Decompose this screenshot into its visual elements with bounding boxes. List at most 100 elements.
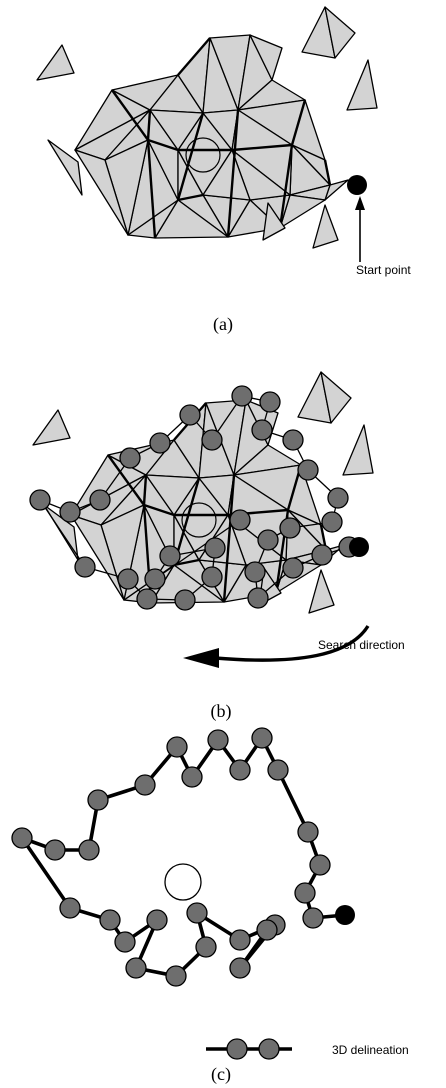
start-point-marker [347, 175, 367, 195]
b-node-24 [174, 589, 196, 611]
b-node-10 [282, 429, 304, 451]
a-thick-edge-6 [278, 144, 294, 229]
c-node-1 [294, 882, 316, 904]
a-triangle-7 [249, 34, 283, 81]
c-node-23 [229, 929, 251, 951]
a-triangle-37 [74, 149, 129, 236]
a-thick-edge-5 [177, 37, 211, 76]
b-node-5 [257, 529, 279, 551]
b-node-2 [282, 557, 304, 579]
b-node-9 [297, 459, 319, 481]
a-thick-edge-9 [177, 193, 204, 202]
c-node-22 [186, 902, 208, 924]
b-node-12 [259, 391, 281, 413]
start-point-label: Start point [356, 263, 411, 277]
panel-label-a: (a) [213, 314, 233, 335]
a-thick-edge-7 [290, 99, 307, 146]
start-arrow-head [355, 196, 365, 210]
b-node-27 [159, 545, 181, 567]
c-node-19 [125, 957, 147, 979]
a-thick-edge-10 [147, 138, 179, 152]
c-node-25 [229, 957, 251, 979]
a-thick-edge-4 [226, 109, 240, 238]
a-isolated-triangle-0 [36, 44, 75, 81]
a-isolated-triangle-4 [47, 139, 83, 196]
a-isolated-triangle-2 [324, 6, 356, 59]
c-node-15 [59, 897, 81, 919]
c-node-26 [256, 919, 278, 941]
a-thick-edge-2 [146, 109, 152, 141]
c-node-7 [207, 729, 229, 751]
c-node-20 [165, 965, 187, 987]
c-node-4 [267, 759, 289, 781]
b-node-13 [231, 385, 253, 407]
c-node-13 [44, 839, 66, 861]
a-thick-edge-3 [176, 112, 205, 201]
a-triangle-27 [149, 109, 204, 151]
b-thick-edge-2 [142, 474, 148, 506]
b-thick-edge-4 [222, 474, 236, 603]
start-node-b [349, 537, 369, 557]
b-node-16 [149, 432, 171, 454]
search-direction-arrow [214, 625, 370, 662]
a-thick-edge-0 [111, 89, 149, 141]
b-isolated-triangle-3 [342, 424, 374, 476]
b-isolated-triangle-5 [308, 569, 335, 614]
delineation-path [17, 734, 346, 978]
b-node-3 [247, 587, 269, 609]
b-node-23 [136, 588, 158, 610]
panel-a: Start point (a) [36, 6, 411, 335]
c-node-9 [166, 736, 188, 758]
b-node-1 [311, 544, 333, 566]
start-node-c [335, 905, 355, 925]
b-thick-edge-9 [173, 558, 200, 567]
b-boundary-edge-28 [154, 519, 241, 580]
legend-label: 3D delineation [332, 1043, 409, 1057]
panel-c: 3D delineation (c) [11, 727, 409, 1085]
a-thick-edge-8 [323, 159, 332, 186]
boundary-nodes-b [29, 385, 360, 611]
b-node-15 [179, 404, 201, 426]
panel-b: Search direction (b) [29, 371, 405, 722]
a-isolated-triangle-3 [346, 59, 378, 111]
b-node-22 [117, 568, 139, 590]
c-node-17 [114, 931, 136, 953]
b-node-29 [229, 509, 251, 531]
panel-label-c: (c) [211, 1064, 231, 1085]
delineation-nodes [11, 727, 331, 987]
b-triangle-37 [70, 514, 125, 601]
b-isolated-triangle-2 [320, 371, 352, 424]
a-thick-edge-1 [146, 139, 157, 239]
c-node-10 [134, 774, 156, 796]
b-node-20 [29, 489, 51, 511]
c-node-8 [181, 766, 203, 788]
legend-node-1 [226, 1038, 248, 1060]
b-node-28 [144, 568, 166, 590]
c-node-0 [302, 907, 324, 929]
b-node-26 [204, 537, 226, 559]
a-isolated-triangle-6 [262, 202, 286, 241]
c-node-6 [229, 759, 251, 781]
a-triangle-33 [202, 149, 251, 201]
b-thick-edge-10 [143, 503, 175, 517]
b-isolated-triangle-0 [32, 409, 71, 446]
a-isolated-triangle-5 [312, 204, 339, 249]
b-node-21 [74, 556, 96, 578]
c-node-18 [146, 909, 168, 931]
b-node-4 [244, 561, 266, 583]
c-node-2 [309, 854, 331, 876]
b-node-17 [119, 447, 141, 469]
b-node-19 [59, 501, 81, 523]
b-node-14 [201, 429, 223, 451]
b-node-18 [89, 489, 111, 511]
search-arrow-head [183, 648, 219, 668]
a-thick-edge-12 [231, 143, 293, 152]
c-node-12 [78, 839, 100, 861]
b-node-25 [201, 566, 223, 588]
center-circle-c [164, 863, 202, 901]
c-node-21 [195, 936, 217, 958]
c-node-11 [87, 789, 109, 811]
c-node-16 [99, 909, 121, 931]
c-node-3 [297, 821, 319, 843]
